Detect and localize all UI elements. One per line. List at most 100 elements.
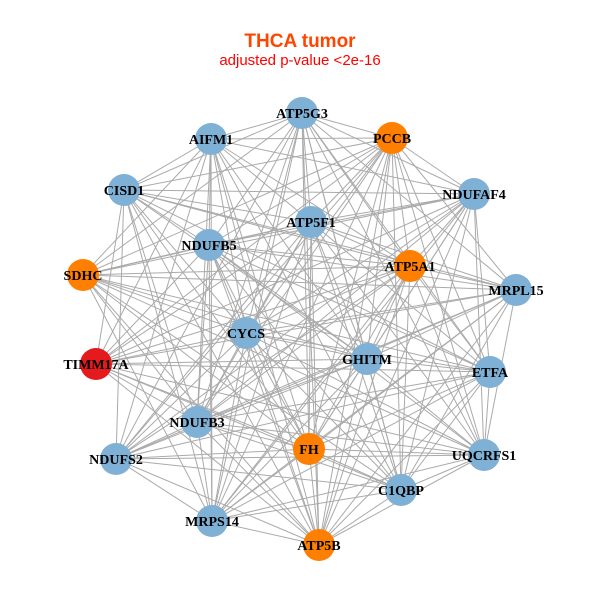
edge-NDUFB5-SDHC (82, 244, 210, 276)
node-AIFM1[interactable] (195, 123, 227, 155)
node-label: MRPL15 (488, 284, 543, 299)
edge-NDUFB5-NDUFB3 (196, 244, 210, 423)
node-ETFA[interactable] (474, 356, 506, 388)
edge-ATP5F1-GHITM (310, 221, 368, 360)
edge-ATP5A1-CYCS (245, 265, 411, 334)
edge-FH-ATP5B (308, 448, 320, 546)
edge-PCCB-NDUFB5 (208, 137, 393, 246)
edge-ATP5F1-ATP5B (310, 221, 320, 546)
edge-ATP5A1-UQCRFS1 (409, 265, 485, 456)
node-label: ATP5F1 (286, 216, 336, 231)
edge-CYCS-UQCRFS1 (245, 332, 485, 456)
edge-NDUFB5-MRPS14 (208, 244, 213, 522)
edge-CYCS-TIMM17A (95, 332, 247, 365)
node-MRPL15[interactable] (500, 274, 532, 306)
edge-NDUFB3-FH (196, 421, 310, 450)
edge-FH-UQCRFS1 (308, 448, 485, 456)
edge-SDHC-C1QBP (82, 274, 402, 491)
edge-NDUFAF4-ATP5A1 (409, 193, 475, 267)
edge-CISD1-NDUFB3 (123, 189, 198, 423)
node-UQCRFS1[interactable] (468, 439, 500, 471)
edge-ATP5G3-NDUFB3 (196, 112, 303, 423)
edge-NDUFAF4-NDUFS2 (115, 193, 475, 460)
node-ATP5G3[interactable] (286, 97, 318, 129)
node-MRPS14[interactable] (196, 505, 228, 537)
edge-ATP5G3-FH (301, 112, 310, 450)
edge-GHITM-ATP5B (318, 358, 368, 546)
node-NDUFB3[interactable] (181, 406, 213, 438)
edge-NDUFAF4-ATP5B (318, 193, 475, 546)
edge-MRPL15-C1QBP (400, 289, 517, 491)
edge-AIFM1-SDHC (82, 138, 212, 276)
edge-ETFA-ATP5B (318, 371, 491, 546)
node-SDHC[interactable] (67, 259, 99, 291)
edge-ATP5A1-NDUFS2 (115, 265, 411, 460)
node-label: ATP5G3 (276, 107, 328, 122)
edge-NDUFB3-MRPS14 (196, 421, 213, 522)
edge-AIFM1-MRPS14 (210, 138, 213, 522)
edge-CYCS-NDUFS2 (115, 332, 247, 460)
node-label: MRPS14 (185, 515, 239, 530)
node-CISD1[interactable] (108, 174, 140, 206)
edge-ATP5F1-ETFA (310, 221, 491, 373)
edge-PCCB-MRPL15 (391, 137, 517, 291)
node-label: ETFA (472, 366, 509, 381)
node-ATP5F1[interactable] (295, 206, 327, 238)
edge-PCCB-NDUFAF4 (391, 137, 475, 195)
edge-SDHC-UQCRFS1 (82, 274, 485, 456)
edge-CISD1-ATP5F1 (123, 189, 312, 223)
node-NDUFS2[interactable] (100, 443, 132, 475)
node-TIMM17A[interactable] (80, 348, 112, 380)
node-GHITM[interactable] (351, 343, 383, 375)
edge-MRPL15-ATP5B (318, 289, 517, 546)
edge-MRPL15-GHITM (366, 289, 517, 360)
diagram-title: THCA tumor (244, 31, 356, 52)
edge-ATP5A1-TIMM17A (95, 265, 411, 365)
node-label: PCCB (373, 132, 411, 147)
edge-CISD1-GHITM (123, 189, 368, 360)
edge-ATP5G3-SDHC (82, 112, 303, 276)
edge-AIFM1-CYCS (210, 138, 247, 334)
edge-C1QBP-MRPS14 (211, 489, 402, 522)
edge-GHITM-ETFA (366, 358, 491, 373)
node-ATP5B[interactable] (303, 529, 335, 561)
edge-NDUFS2-MRPS14 (115, 458, 213, 522)
edge-UQCRFS1-MRPS14 (211, 454, 485, 522)
edge-NDUFB5-UQCRFS1 (208, 244, 485, 456)
edge-CISD1-MRPS14 (123, 189, 213, 522)
node-FH[interactable] (293, 433, 325, 465)
edge-GHITM-MRPS14 (211, 358, 368, 522)
diagram-subtitle: adjusted p-value <2e-16 (219, 52, 381, 69)
node-CYCS[interactable] (230, 317, 262, 349)
edge-NDUFS2-C1QBP (115, 458, 402, 491)
edge-PCCB-SDHC (82, 137, 393, 276)
node-label: NDUFS2 (89, 453, 143, 468)
node-C1QBP[interactable] (385, 474, 417, 506)
edge-SDHC-MRPS14 (82, 274, 213, 522)
edge-NDUFB3-ATP5B (196, 421, 320, 546)
edge-NDUFB5-ATP5B (208, 244, 320, 546)
edge-SDHC-MRPL15 (82, 274, 517, 291)
node-PCCB[interactable] (376, 122, 408, 154)
edge-CISD1-MRPL15 (123, 189, 517, 291)
edge-SDHC-CYCS (82, 274, 247, 334)
edge-AIFM1-ATP5F1 (210, 138, 312, 223)
node-NDUFAF4[interactable] (458, 178, 490, 210)
node-ATP5A1[interactable] (394, 250, 426, 282)
edge-CISD1-TIMM17A (95, 189, 125, 365)
node-label: C1QBP (378, 484, 424, 499)
node-label: CISD1 (104, 184, 144, 199)
edge-MRPS14-ATP5B (211, 520, 320, 546)
edge-TIMM17A-C1QBP (95, 363, 402, 491)
edge-NDUFAF4-NDUFB5 (208, 193, 475, 246)
edge-NDUFAF4-SDHC (82, 193, 475, 276)
node-NDUFB5[interactable] (193, 229, 225, 261)
edge-PCCB-ATP5A1 (391, 137, 411, 267)
edge-SDHC-ETFA (82, 274, 491, 373)
edge-GHITM-NDUFS2 (115, 358, 368, 460)
edge-AIFM1-NDUFB3 (196, 138, 212, 423)
edge-ATP5A1-SDHC (82, 265, 411, 276)
node-label: FH (299, 443, 319, 458)
node-label: AIFM1 (189, 133, 233, 148)
edge-NDUFB5-C1QBP (208, 244, 402, 491)
